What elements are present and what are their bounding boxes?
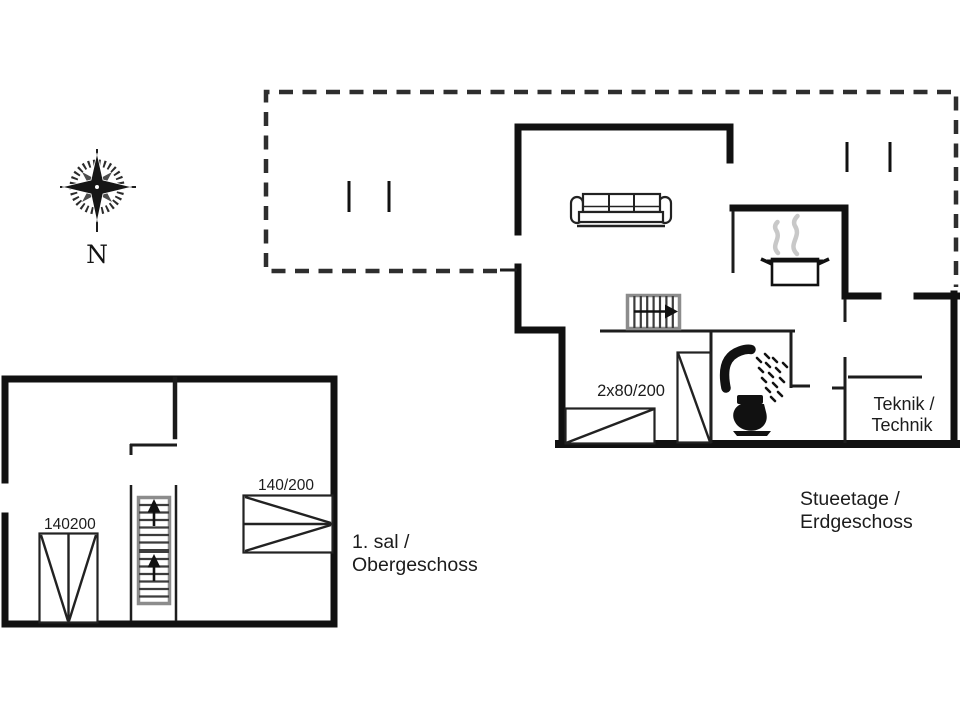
labels: Stueetage / Erdgeschoss 1. sal / Oberges… [44, 382, 935, 576]
steam-icon [791, 213, 800, 257]
compass-rose-icon: N [60, 149, 136, 269]
teknik-room-label-line2: Technik [871, 415, 933, 435]
shower-icon [719, 344, 789, 403]
steam-icon [772, 219, 781, 256]
ground-floor-title-line1: Stueetage / [800, 488, 900, 510]
ground-floor-title-line2: Erdgeschoss [800, 511, 913, 533]
upper-floor-walls [1, 375, 338, 628]
sofa-icon [569, 192, 673, 228]
ground-floor-walls [500, 123, 960, 448]
bed-symbol-ground [564, 351, 712, 445]
terrace-outline [263, 89, 959, 287]
cooking-pot-icon [760, 213, 830, 287]
stairs-right-icon [625, 293, 682, 331]
upper-floor-title-line1: 1. sal / [352, 531, 410, 553]
bed-dimension-label-upper-left: 140200 [44, 516, 96, 533]
bed-dimension-label-upper-right: 140/200 [258, 477, 314, 494]
teknik-room-label-line1: Teknik / [873, 394, 934, 414]
bed-symbol-upper-right [242, 494, 334, 554]
bed-dimension-label-ground: 2x80/200 [597, 382, 665, 400]
bed-symbol-upper-left [38, 532, 99, 624]
toilet-icon [733, 395, 771, 436]
upper-floor-title-line2: Obergeschoss [352, 554, 478, 576]
compass-north-label: N [86, 240, 108, 269]
stairs-up-icon [136, 495, 172, 606]
